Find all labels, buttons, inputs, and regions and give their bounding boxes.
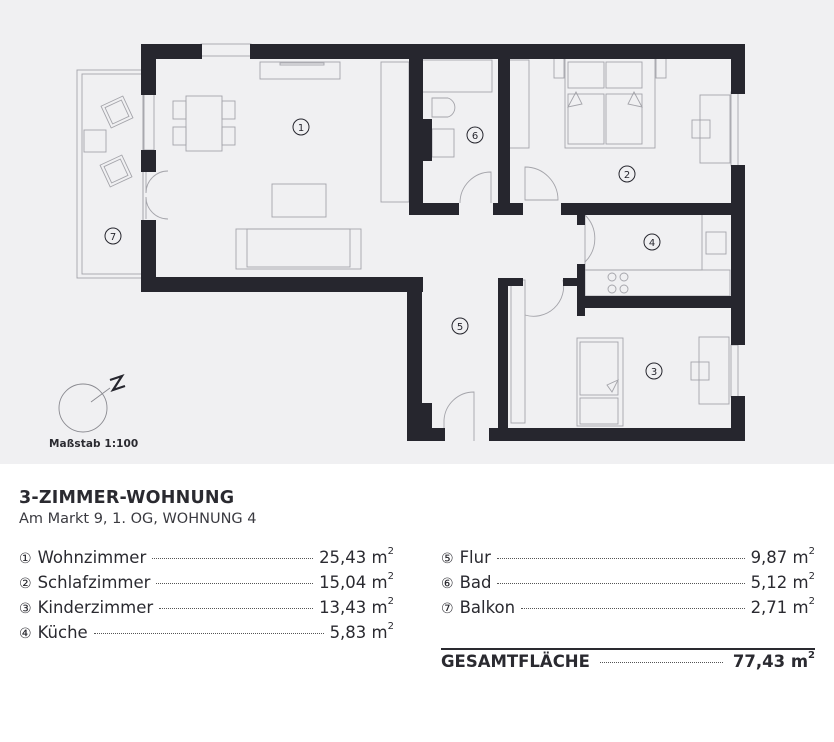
room-name: Balkon — [459, 598, 516, 617]
room-marker-1: 1 — [292, 118, 310, 136]
room-name: Küche — [37, 623, 88, 642]
info-panel: 3-ZIMMER-WOHNUNG Am Markt 9, 1. OG, WOHN… — [0, 464, 834, 742]
room-area: 25,43 m2 — [319, 546, 394, 567]
room-number: ① — [19, 551, 32, 567]
room-row-flur: ⑤ Flur 9,87 m2 — [441, 546, 815, 573]
svg-text:4: 4 — [649, 238, 655, 249]
room-row-schlafzimmer: ② Schlafzimmer 15,04 m2 — [19, 571, 394, 598]
room-row-balkon: ⑦ Balkon 2,71 m2 — [441, 596, 815, 623]
leader-dots — [152, 558, 314, 559]
room-number: ② — [19, 576, 32, 592]
room-row-bad: ⑥ Bad 5,12 m2 — [441, 571, 815, 598]
room-list-left: ① Wohnzimmer 25,43 m2 ② Schlafzimmer 15,… — [19, 546, 394, 648]
svg-text:6: 6 — [472, 131, 478, 142]
floor-plan: 1 2 3 4 5 6 7 Maßstab 1:100 — [0, 0, 834, 464]
total-divider — [441, 648, 815, 650]
room-area: 9,87 m2 — [750, 546, 815, 567]
floor-plan-drawing: 1 2 3 4 5 6 7 — [58, 43, 745, 441]
room-area: 15,04 m2 — [319, 571, 394, 592]
total-area-row: GESAMTFLÄCHE 77,43 m2 — [441, 650, 815, 678]
room-name: Kinderzimmer — [37, 598, 154, 617]
leader-dots — [156, 583, 314, 584]
room-area: 13,43 m2 — [319, 596, 394, 617]
room-area: 5,83 m2 — [329, 621, 394, 642]
room-area: 2,71 m2 — [750, 596, 815, 617]
balcony-table — [83, 129, 107, 153]
apartment-address: Am Markt 9, 1. OG, WOHNUNG 4 — [19, 511, 257, 527]
leader-dots — [497, 583, 745, 584]
balcony-chair-bottom — [99, 154, 133, 188]
leader-dots — [159, 608, 314, 609]
balcony-inner — [81, 73, 144, 275]
room-markers: 1 2 3 4 5 6 7 — [104, 118, 663, 380]
apartment-title: 3-ZIMMER-WOHNUNG — [19, 488, 235, 508]
room-name: Schlafzimmer — [37, 573, 151, 592]
leader-dots — [93, 633, 324, 634]
room-marker-5: 5 — [451, 317, 469, 335]
room-marker-7: 7 — [104, 227, 122, 245]
balcony-outline — [76, 69, 144, 279]
total-label: GESAMTFLÄCHE — [441, 652, 590, 671]
svg-text:1: 1 — [298, 123, 304, 134]
room-row-wohnzimmer: ① Wohnzimmer 25,43 m2 — [19, 546, 394, 573]
room-area: 5,12 m2 — [750, 571, 815, 592]
room-name: Bad — [459, 573, 492, 592]
room-number: ⑥ — [441, 576, 454, 592]
room-marker-3: 3 — [645, 362, 663, 380]
room-list-right: ⑤ Flur 9,87 m2 ⑥ Bad 5,12 m2 ⑦ Balkon 2,… — [441, 546, 815, 623]
leader-dots — [496, 558, 745, 559]
svg-text:5: 5 — [457, 322, 463, 333]
room-marker-6: 6 — [466, 126, 484, 144]
scale-label: Maßstab 1:100 — [49, 438, 139, 450]
leader-dots — [599, 662, 723, 663]
total-area: 77,43 m2 — [732, 650, 815, 671]
room-row-kueche: ④ Küche 5,83 m2 — [19, 621, 394, 648]
room-marker-2: 2 — [618, 165, 636, 183]
balcony-chair-top — [100, 95, 134, 129]
room-marker-4: 4 — [643, 233, 661, 251]
room-name: Wohnzimmer — [37, 548, 147, 567]
room-number: ③ — [19, 601, 32, 617]
walls — [141, 44, 745, 441]
leader-dots — [521, 608, 745, 609]
room-number: ④ — [19, 626, 32, 642]
room-name: Flur — [459, 548, 491, 567]
room-row-kinderzimmer: ③ Kinderzimmer 13,43 m2 — [19, 596, 394, 623]
svg-text:7: 7 — [110, 232, 116, 243]
svg-text:2: 2 — [624, 170, 630, 181]
room-number: ⑤ — [441, 551, 454, 567]
svg-text:3: 3 — [651, 367, 657, 378]
north-arrow-icon — [58, 373, 126, 433]
room-number: ⑦ — [441, 601, 454, 617]
